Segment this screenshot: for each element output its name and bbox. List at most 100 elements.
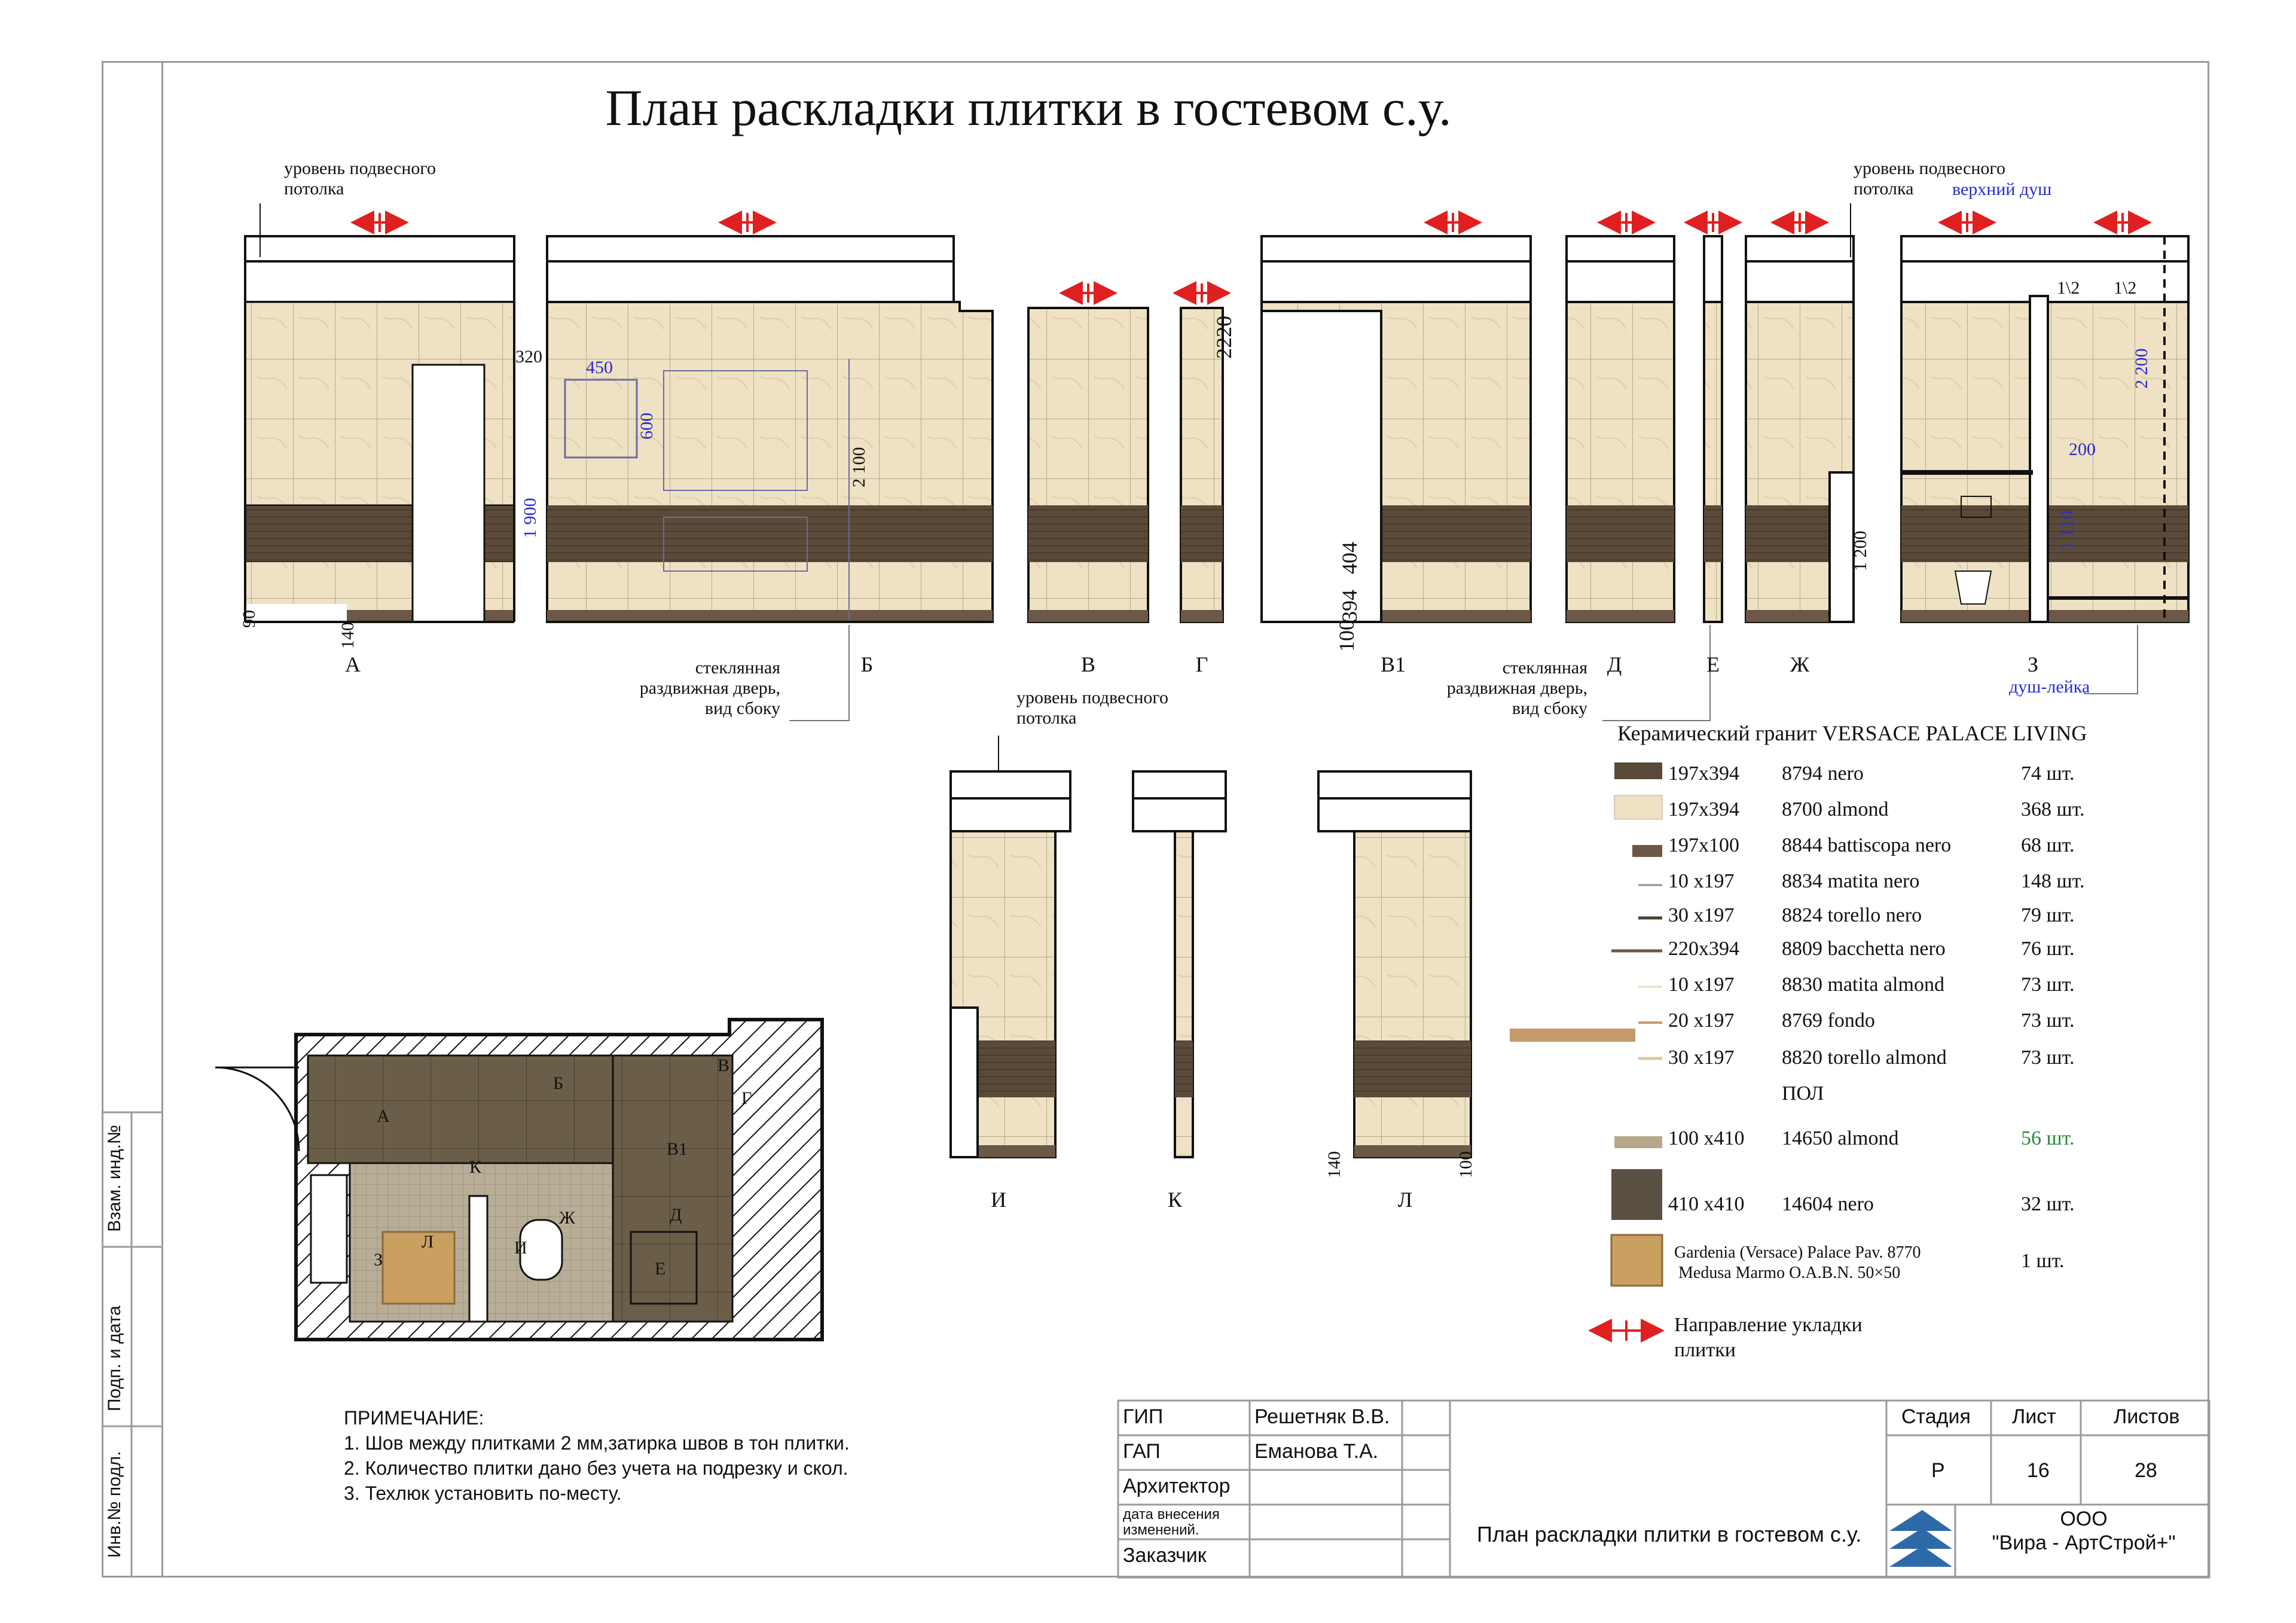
title-block-grid <box>1117 1399 2210 1579</box>
direction-label-line2: плитки <box>1674 1339 1736 1361</box>
legend-code: 8820 torello almond <box>1782 1047 1947 1069</box>
legend-row: 10 x197 8834 matita nero 148 шт. <box>1608 870 2087 899</box>
legend-size: 197x394 <box>1668 762 1739 785</box>
notes-heading: ПРИМЕЧАНИЕ: <box>344 1407 484 1429</box>
legend-row: 220x394 8809 bacchetta nero 76 шт. <box>1608 938 2087 966</box>
tb-company-line2: "Вира - АртСтрой+" <box>1992 1532 2176 1554</box>
legend-row: 20 x197 8769 fondo 73 шт. <box>1608 1009 2087 1038</box>
legend-size: 10 x197 <box>1668 974 1735 996</box>
elevation-b <box>546 235 994 623</box>
legend-floor-row: 410 x410 14604 nero 32 шт. <box>1608 1193 2087 1222</box>
glass-door-note-right: стеклянная раздвижная дверь, вид сбоку <box>1441 658 1587 719</box>
side-stamp-sign: Подп. и дата <box>105 1305 124 1411</box>
legend-floor-heading: ПОЛ <box>1782 1082 1824 1105</box>
legend-code: 8844 battiscopa nero <box>1782 834 1952 856</box>
elevation-v <box>1027 307 1149 623</box>
legend-special-qty: 1 шт. <box>2021 1250 2065 1272</box>
legend-size: 20 x197 <box>1668 1009 1735 1032</box>
laying-direction-arrows <box>350 210 2152 825</box>
plan-label-zh: Ж <box>559 1208 575 1228</box>
notes-block: ПРИМЕЧАНИЕ: 1. Шов между плитками 2 мм,з… <box>344 1405 850 1506</box>
legend-row: 30 x197 8824 torello nero 79 шт. <box>1608 904 2087 933</box>
dim-450: 450 <box>586 358 613 377</box>
plan-label-v: В <box>718 1055 730 1075</box>
legend-qty: 148 шт. <box>2021 870 2085 892</box>
elevation-label-a: А <box>345 652 361 676</box>
legend-code: 8830 matita almond <box>1782 974 1944 996</box>
elevation-g <box>1180 307 1224 623</box>
legend-size: 30 x197 <box>1668 1047 1735 1069</box>
plan-label-d: Д <box>670 1205 682 1225</box>
legend-special-line1: Gardenia (Versace) Palace Pav. 8770 <box>1674 1243 1921 1262</box>
legend-qty: 73 шт. <box>2021 974 2075 996</box>
legend-heading: Керамический гранит VERSACE PALACE LIVIN… <box>1617 721 2087 745</box>
elevation-l <box>1317 770 1635 1158</box>
legend-size: 220x394 <box>1668 938 1739 960</box>
note-item: 2. Количество плитки дано без учета на п… <box>344 1457 848 1479</box>
elevation-label-v1: В1 <box>1380 652 1406 676</box>
ceiling-note-line-2: потолка <box>1016 708 1077 728</box>
sheet-title: План раскладки плитки в гостевом с.у. <box>605 79 1452 136</box>
company-logo <box>1889 1510 1952 1567</box>
legend-size: 197x394 <box>1668 798 1739 820</box>
dim-1900: 1 900 <box>520 498 540 539</box>
legend-qty: 74 шт. <box>2021 762 2075 785</box>
plan-label-g: Г <box>741 1088 752 1108</box>
ceiling-note-line-2: потолка <box>284 179 344 199</box>
legend-size: 197x100 <box>1668 834 1739 856</box>
plan-label-a: А <box>377 1106 390 1126</box>
plan-label-z: З <box>374 1250 383 1270</box>
dim-1110: 1 110 <box>2057 510 2077 550</box>
tb-sheets-value: 28 <box>2135 1459 2157 1482</box>
legend-size: 100 x410 <box>1668 1127 1745 1149</box>
legend-code: 8769 fondo <box>1782 1009 1875 1032</box>
legend-code: 8824 torello nero <box>1782 904 1922 926</box>
tb-role-gap: ГАП <box>1123 1440 1161 1463</box>
legend-qty: 73 шт. <box>2021 1047 2075 1069</box>
elevation-label-e: Е <box>1706 652 1720 676</box>
elevation-v1 <box>1260 235 1532 623</box>
legend-row: 197x394 8794 nero 74 шт. <box>1608 762 2087 791</box>
elevation-e <box>1703 235 1723 623</box>
legend-code: 14604 nero <box>1782 1193 1874 1215</box>
dim-100-bottom: 100 <box>1456 1151 1476 1178</box>
legend-code: 14650 almond <box>1782 1127 1899 1149</box>
side-stamp-replace: Взам. инд.№ <box>105 1124 124 1232</box>
dim-600: 600 <box>637 413 657 440</box>
dim-90: 90 <box>239 610 259 628</box>
dim-320: 320 <box>515 347 542 367</box>
elevation-label-v: В <box>1080 652 1095 676</box>
glass-door-line-1: стеклянная <box>695 658 780 678</box>
legend-qty: 56 шт. <box>2021 1127 2075 1149</box>
plan-label-b: Б <box>553 1073 564 1093</box>
tb-role-customer: Заказчик <box>1123 1544 1207 1567</box>
dim-2100: 2 100 <box>849 447 869 488</box>
tb-company: ООО "Вира - АртСтрой+" <box>1967 1507 2200 1555</box>
ceiling-note-line-1: уровень подвесного <box>1854 158 2005 178</box>
legend-row: 197x394 8700 almond 368 шт. <box>1608 798 2087 827</box>
glass-door-line-3: вид сбоку <box>1512 698 1587 718</box>
plan-label-k: К <box>469 1157 482 1177</box>
tb-role-gip: ГИП <box>1123 1405 1164 1428</box>
elevation-d <box>1565 235 1675 623</box>
tb-role-changes: дата внесения изменений. <box>1123 1506 1220 1538</box>
legend-qty: 68 шт. <box>2021 834 2075 856</box>
tb-company-line1: ООО <box>2060 1508 2108 1530</box>
glass-door-line-2: раздвижная дверь, <box>639 678 780 698</box>
legend-row: 197x100 8844 battiscopa nero 68 шт. <box>1608 834 2087 863</box>
shower-top-label: верхний душ <box>1952 179 2052 199</box>
dim-2220: 2220 <box>1212 316 1236 359</box>
elevation-label-d: Д <box>1607 652 1622 676</box>
legend-row: 30 x197 8820 torello almond 73 шт. <box>1608 1047 2087 1075</box>
elevation-label-z: З <box>2027 652 2039 676</box>
dim-100: 100 <box>1335 620 1358 652</box>
legend-qty: 79 шт. <box>2021 904 2075 926</box>
legend-special-line2: Medusa Marmo O.A.B.N. 50×50 <box>1674 1264 1901 1282</box>
ceiling-note-left: уровень подвесного потолка <box>284 158 436 199</box>
legend-swatches <box>1588 762 1665 1343</box>
legend-code: 8834 matita nero <box>1782 870 1920 892</box>
legend-qty: 32 шт. <box>2021 1193 2075 1215</box>
tb-stage-value: Р <box>1931 1459 1945 1482</box>
legend-code: 8794 nero <box>1782 762 1864 785</box>
legend-size: 30 x197 <box>1668 904 1735 926</box>
